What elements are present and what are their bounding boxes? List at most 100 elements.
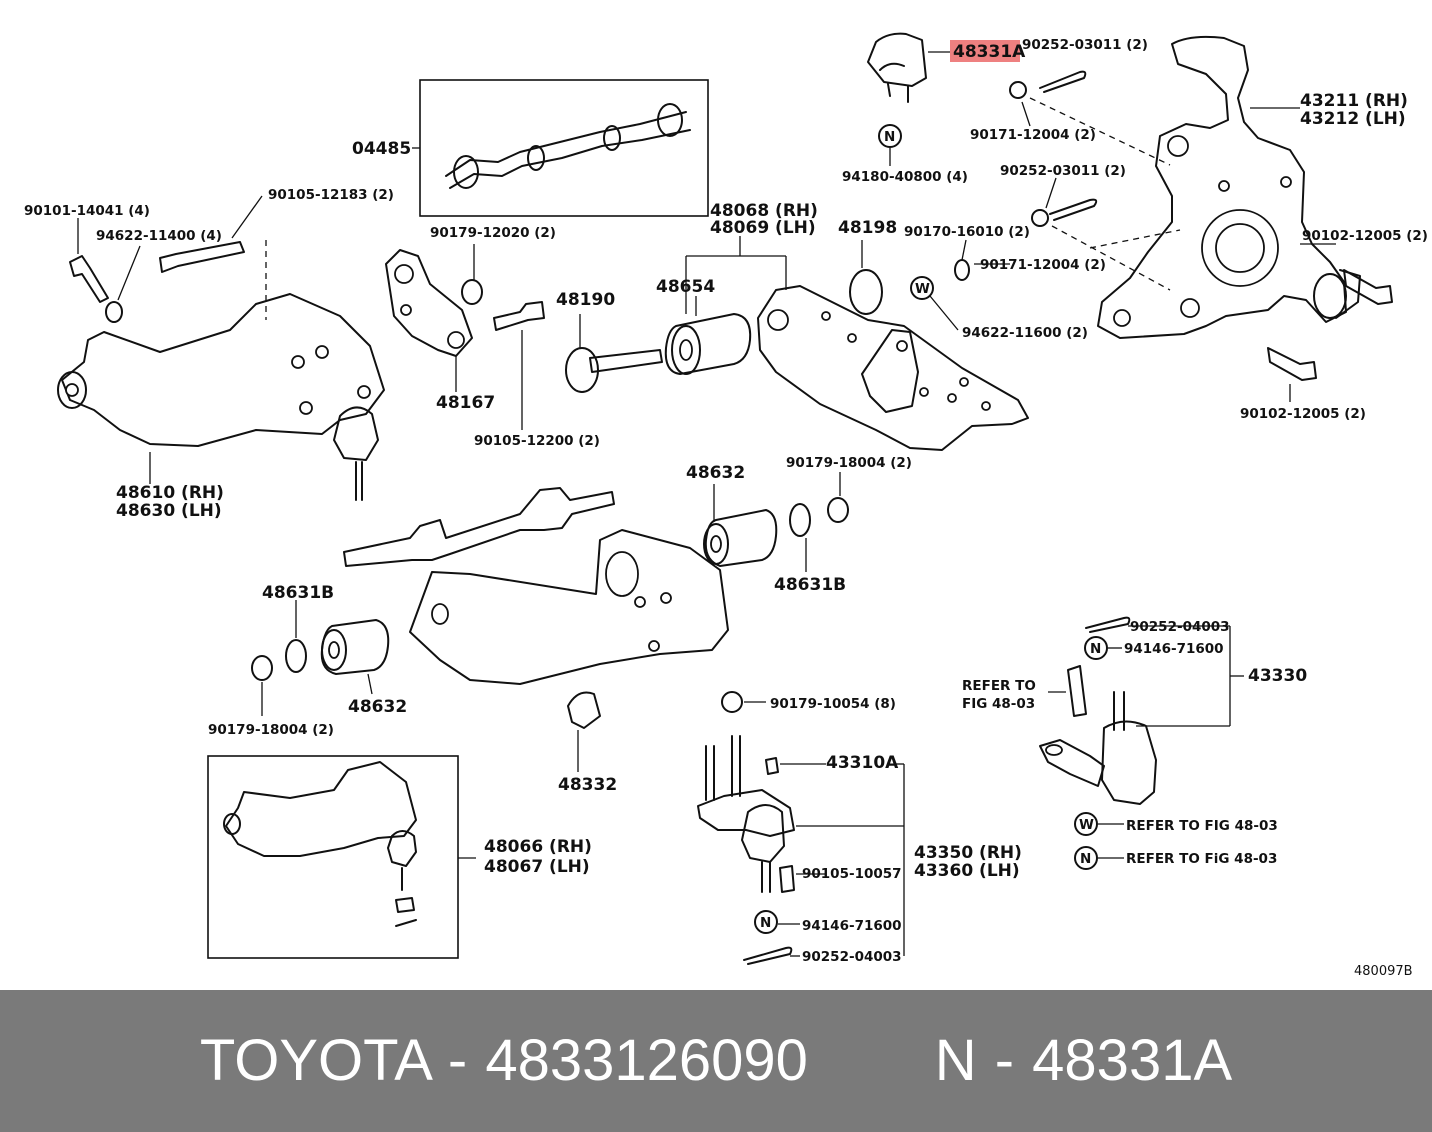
footer-separator: - xyxy=(447,1028,468,1093)
label-refer-w: REFER TO FIG 48-03 xyxy=(1126,818,1278,834)
label-94146-71600-right: 94146-71600 xyxy=(1124,641,1224,657)
label-48067: 48067 (LH) xyxy=(484,857,590,877)
footer-part-number: 4833126090 xyxy=(485,1028,808,1093)
parts-diagram: N W xyxy=(24,32,1428,979)
cotter-pin-bottom xyxy=(743,946,793,965)
bracket-48167-drawing xyxy=(385,249,473,357)
label-48198: 48198 xyxy=(838,218,897,238)
symbol-n-refer: N xyxy=(1080,851,1091,867)
spacer-48198 xyxy=(849,269,883,315)
label-90252-03011-mid: 90252-03011 (2) xyxy=(1000,163,1126,179)
ball-joint-43330-drawing xyxy=(1039,665,1157,805)
washer-48631B-left xyxy=(285,639,307,673)
footer-bar: TOYOTA - 4833126090 N - 48331A xyxy=(0,990,1432,1132)
footer-caption: TOYOTA - 4833126090 N - 48331A xyxy=(0,990,1432,1132)
label-48631B-left: 48631B xyxy=(262,583,334,603)
bump-stopper-48332 xyxy=(567,691,601,729)
steering-knuckle-drawing xyxy=(1097,35,1361,339)
washer-94622-11400 xyxy=(105,301,123,323)
exploded-view-svg: N W xyxy=(24,32,1428,979)
bushing-48632-bottom xyxy=(320,619,390,675)
label-48610: 48610 (RH) xyxy=(116,483,224,503)
kit-48066-box xyxy=(207,755,459,959)
bolt-90101 xyxy=(69,255,109,303)
label-48332: 48332 xyxy=(558,775,617,795)
symbol-n-right: N xyxy=(1090,641,1101,657)
cotter-pin-right xyxy=(1085,616,1131,633)
label-90171-12004-top: 90171-12004 (2) xyxy=(970,127,1096,143)
cam-bolt-48190 xyxy=(565,347,663,393)
label-94622-11600: 94622-11600 (2) xyxy=(962,325,1088,341)
nut-90179-10054 xyxy=(721,691,743,713)
washer-48631B-right xyxy=(789,503,811,537)
label-48632-bottom: 48632 xyxy=(348,697,407,717)
symbol-w-refer: W xyxy=(1079,817,1094,833)
washer-90170 xyxy=(954,259,970,281)
label-90105-12200: 90105-12200 (2) xyxy=(474,433,600,449)
label-90179-10054: 90179-10054 (8) xyxy=(770,696,896,712)
label-48068: 48068 (RH) xyxy=(710,201,818,221)
symbol-n-bottom: N xyxy=(760,915,771,931)
lower-arm-2-drawing xyxy=(409,529,729,685)
upper-arm-assy-drawing xyxy=(223,761,417,927)
label-48167: 48167 xyxy=(436,393,495,413)
label-43211: 43211 (RH) xyxy=(1300,91,1408,111)
label-90170: 90170-16010 (2) xyxy=(904,224,1030,240)
label-fig-48-03: FIG 48-03 xyxy=(962,696,1035,712)
bolt-90102-b xyxy=(1267,347,1317,381)
symbol-w: W xyxy=(915,281,930,297)
footer-ref-separator: - xyxy=(994,1028,1015,1093)
highlight-box xyxy=(950,40,1020,62)
label-48630: 48630 (LH) xyxy=(116,501,222,521)
label-90101: 90101-14041 (4) xyxy=(24,203,150,219)
ball-joint-43350-drawing xyxy=(697,735,795,893)
label-90105-10057: 90105-10057 xyxy=(802,866,902,882)
label-43330: 43330 xyxy=(1248,666,1307,686)
symbol-n: N xyxy=(884,129,895,145)
nut-90179-18004-top xyxy=(827,497,849,523)
label-94180: 94180-40800 (4) xyxy=(842,169,968,185)
label-43212: 43212 (LH) xyxy=(1300,109,1406,129)
nut-top xyxy=(1009,81,1027,99)
label-48066: 48066 (RH) xyxy=(484,837,592,857)
label-90179-12020: 90179-12020 (2) xyxy=(430,225,556,241)
label-48190: 48190 xyxy=(556,290,615,310)
label-90102-b: 90102-12005 (2) xyxy=(1240,406,1366,422)
label-43310A: 43310A xyxy=(826,753,899,773)
label-04485: 04485 xyxy=(352,139,411,159)
cotter-pin-top xyxy=(1039,70,1087,93)
bump-stopper-drawing xyxy=(867,32,927,103)
bushing-48632-top xyxy=(703,509,778,567)
label-refer-n: REFER TO FiG 48-03 xyxy=(1126,851,1277,867)
label-90179-18004-bottom: 90179-18004 (2) xyxy=(208,722,334,738)
label-refer-to: REFER TO xyxy=(962,678,1036,694)
label-48632-top: 48632 xyxy=(686,463,745,483)
label-90252-03011-top: 90252-03011 (2) xyxy=(1022,37,1148,53)
bolt-90105-12200 xyxy=(493,301,545,331)
nut-90179-18004-bottom xyxy=(251,655,273,681)
stabilizer-rod-drawing xyxy=(343,487,615,567)
label-90179-18004-top: 90179-18004 (2) xyxy=(786,455,912,471)
label-90252-04003-right: 90252-04003 xyxy=(1130,619,1230,635)
footer-ref-prefix: N xyxy=(934,1028,977,1093)
label-90252-04003-bottom: 90252-04003 xyxy=(802,949,902,965)
kit-04485-box xyxy=(419,79,709,217)
nut-mid xyxy=(1031,209,1049,227)
label-43360: 43360 (LH) xyxy=(914,861,1020,881)
bolt-90105-12183 xyxy=(159,241,245,273)
label-94146-71600-bottom: 94146-71600 xyxy=(802,918,902,934)
label-48631B-right: 48631B xyxy=(774,575,846,595)
footer-ref-code: 48331A xyxy=(1032,1028,1233,1093)
label-90171-12004-mid: 90171-12004 (2) xyxy=(980,257,1106,273)
bolt-90102-a xyxy=(1343,269,1393,305)
bolt-43310A xyxy=(765,757,779,775)
label-90102-a: 90102-12005 (2) xyxy=(1302,228,1428,244)
upper-arm-48610-drawing xyxy=(57,293,385,501)
label-48069: 48069 (LH) xyxy=(710,218,816,238)
label-43350: 43350 (RH) xyxy=(914,843,1022,863)
label-48654: 48654 xyxy=(656,277,715,297)
bushing-48654 xyxy=(664,313,752,375)
label-90105-12183: 90105-12183 (2) xyxy=(268,187,394,203)
label-94622-11400: 94622-11400 (4) xyxy=(96,228,222,244)
stabilizer-link-drawing xyxy=(445,103,691,189)
